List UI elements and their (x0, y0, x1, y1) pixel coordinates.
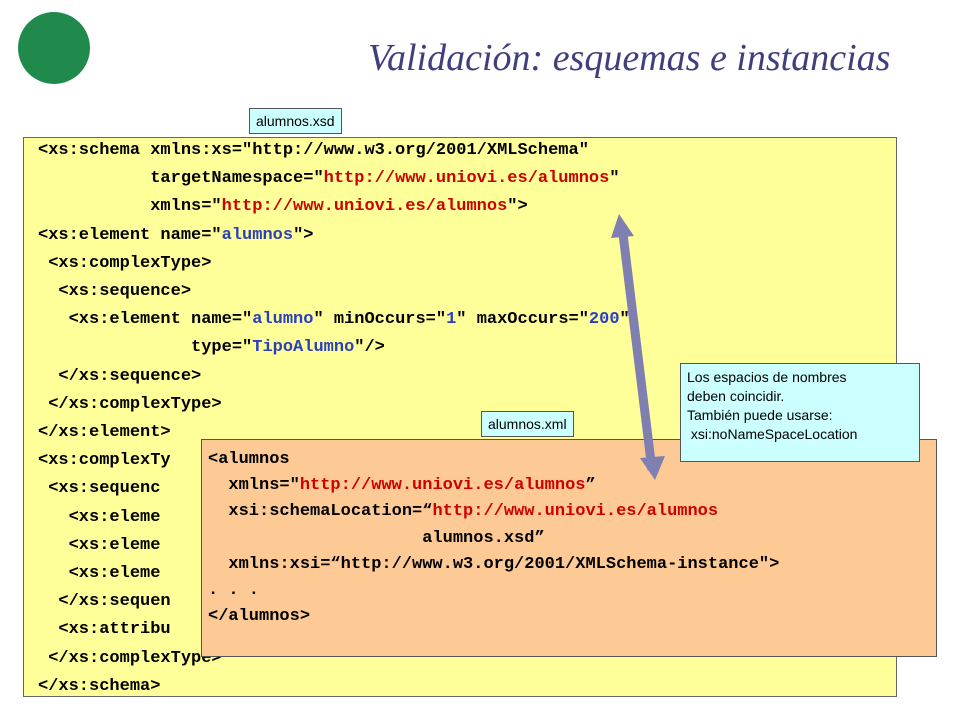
xml-file-label: alumnos.xml (481, 411, 574, 437)
code-token: http://www.uniovi.es/alumnos (299, 476, 586, 496)
code-token: alumnos (221, 225, 294, 245)
code-line: . . . (208, 578, 779, 604)
xsd-file-label: alumnos.xsd (249, 108, 342, 134)
code-line: <alumnos (208, 447, 779, 473)
page-title: Validación: esquemas e instancias (368, 37, 891, 79)
code-token: "> (507, 197, 528, 217)
code-line: <xs:complexTy (38, 447, 630, 475)
code-token: " (619, 310, 630, 330)
code-line: <xs:sequenc (38, 475, 630, 503)
code-token: <xs:attribu (38, 620, 171, 640)
code-token: . . . (208, 581, 260, 601)
code-token: TipoAlumno (252, 338, 355, 358)
code-token: xmlns=" (38, 197, 222, 217)
code-token: <xs:complexType> (38, 253, 212, 273)
code-token: </xs:complexType> (38, 648, 222, 668)
note-line: deben coincidir. (687, 388, 785, 404)
code-line: <xs:eleme (38, 504, 630, 532)
code-token: </alumnos> (208, 607, 311, 627)
code-line: <xs:attribu (38, 616, 630, 644)
code-token: alumnos.xsd” (208, 528, 545, 548)
code-line: xmlns:xsi=“http://www.w3.org/2001/XMLSch… (208, 552, 779, 578)
code-token: <xs:eleme (38, 535, 161, 555)
code-token: <xs:complexTy (38, 451, 171, 471)
code-line: <xs:eleme (38, 532, 630, 560)
code-token: </xs:sequence> (38, 366, 202, 386)
code-line: alumnos.xsd” (208, 526, 779, 552)
code-line: xmlns="http://www.uniovi.es/alumnos” (208, 473, 779, 499)
code-token: 200 (588, 310, 620, 330)
xsd-code-block: <xs:schema xmlns:xs="http://www.w3.org/2… (38, 137, 630, 701)
code-token: http://www.uniovi.es/alumnos (323, 169, 610, 189)
code-line: </xs:element> (38, 419, 630, 447)
code-line: <xs:sequence> (38, 278, 630, 306)
code-token: type=" (38, 338, 253, 358)
code-token: <xs:sequence> (38, 282, 192, 302)
note-line: Los espacios de nombres (687, 369, 847, 385)
code-token: <xs:sequenc (38, 479, 161, 499)
code-line: type="TipoAlumno"/> (38, 334, 630, 362)
code-token: alumno (252, 310, 314, 330)
code-line: <xs:complexType> (38, 250, 630, 278)
code-token: xsi:schemaLocation=“ (208, 502, 433, 522)
code-token: </xs:element> (38, 423, 171, 443)
code-token: <xs:element name=" (38, 310, 253, 330)
code-line: </xs:complexType> (38, 391, 630, 419)
code-token: http://www.uniovi.es/alumnos (221, 197, 508, 217)
note-line: También puede usarse: (687, 407, 833, 423)
code-line: </xs:complexType> (38, 645, 630, 673)
code-line: xsi:schemaLocation=“http://www.uniovi.es… (208, 499, 779, 525)
code-token: xmlns=" (208, 476, 300, 496)
code-token: <xs:schema xmlns:xs="http://www.w3.org/2… (38, 141, 589, 160)
code-token: <xs:eleme (38, 507, 161, 527)
xml-code-panel (201, 439, 937, 657)
code-line: </alumnos> (208, 604, 779, 630)
code-token: " (609, 169, 620, 189)
code-line: targetNamespace="http://www.uniovi.es/al… (38, 165, 630, 193)
note-line: xsi:noNameSpaceLocation (687, 426, 858, 442)
code-line: xmlns="http://www.uniovi.es/alumnos"> (38, 193, 630, 221)
code-line: </xs:sequen (38, 588, 630, 616)
code-token: " maxOccurs=" (456, 310, 589, 330)
code-line: <xs:element name="alumnos"> (38, 222, 630, 250)
code-token: targetNamespace=" (38, 169, 324, 189)
arrow-head-down (640, 456, 665, 480)
code-token: "/> (354, 338, 385, 358)
code-line: <xs:schema xmlns:xs="http://www.w3.org/2… (38, 137, 630, 165)
code-line: <xs:element name="alumno" minOccurs="1" … (38, 306, 630, 334)
code-line: </xs:schema> (38, 673, 630, 701)
university-logo (18, 12, 90, 84)
code-line: </xs:sequence> (38, 363, 630, 391)
code-token: <xs:eleme (38, 564, 161, 584)
namespace-note: Los espacios de nombres deben coincidir. T… (680, 363, 920, 462)
code-token: </xs:sequen (38, 592, 171, 612)
code-token: </xs:complexType> (38, 394, 222, 414)
code-token: ” (585, 476, 596, 496)
arrow-head-up (611, 214, 634, 238)
code-token: <xs:element name=" (38, 225, 222, 245)
code-token: 1 (446, 310, 457, 330)
xml-code-block: <alumnos xmlns="http://www.uniovi.es/alu… (208, 447, 779, 630)
code-token: " minOccurs=" (313, 310, 447, 330)
code-token: </xs:schema> (38, 676, 161, 696)
code-token: <alumnos (208, 450, 290, 469)
code-token: http://www.uniovi.es/alumnos (432, 502, 719, 522)
code-token: xmlns:xsi=“http://www.w3.org/2001/XMLSch… (208, 554, 780, 574)
code-line: <xs:eleme (38, 560, 630, 588)
code-token: "> (293, 225, 314, 245)
